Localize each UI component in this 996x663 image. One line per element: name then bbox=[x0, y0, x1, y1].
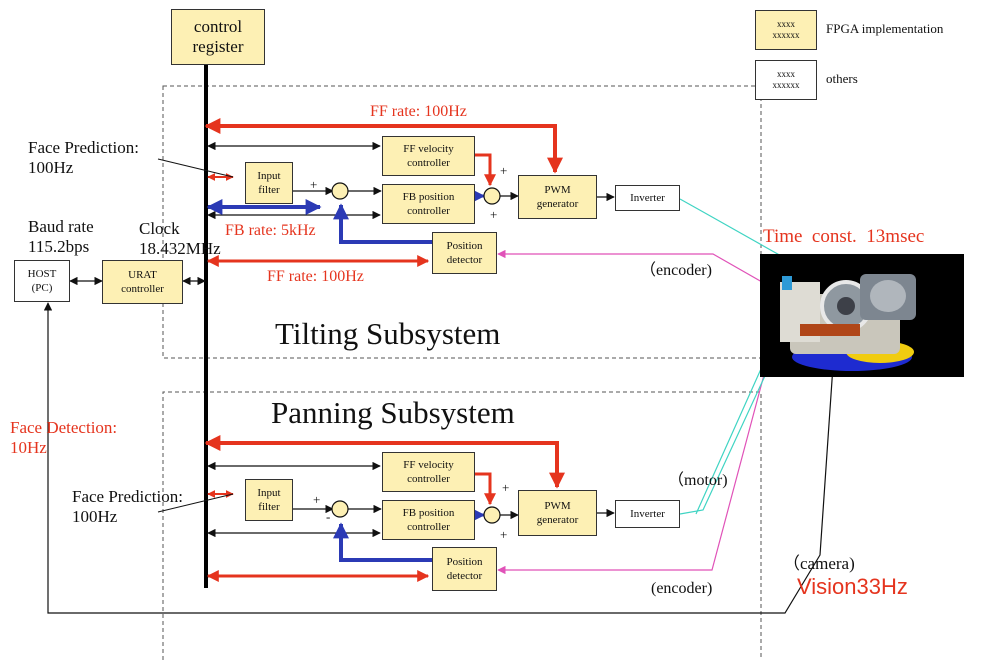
legend-fpga-swatch: xxxx xxxxxx bbox=[755, 10, 817, 50]
tilt-ff-top-arrow bbox=[204, 118, 563, 174]
pan-face-prediction-label: Face Prediction:100Hz bbox=[72, 487, 183, 526]
tilt-sum-plus: + bbox=[310, 177, 318, 192]
time-const-label: Time const. 13msec bbox=[763, 226, 925, 247]
pan-sum2-plus-top: + bbox=[502, 480, 510, 495]
tilt-sum2-plus-top: + bbox=[500, 163, 508, 178]
pan-sum2-junction bbox=[483, 506, 501, 524]
tilt-sum2-junction bbox=[483, 187, 501, 205]
face-detection-label: Face Detection:10Hz bbox=[10, 418, 118, 457]
pan-sum2-plus-bottom: + bbox=[500, 527, 508, 542]
camera-label: （camera) bbox=[783, 554, 855, 573]
tilt-ff-rate-top-label: FF rate: 100Hz bbox=[370, 103, 467, 120]
vision-rate-label: Vision33Hz bbox=[797, 574, 908, 599]
tilt-fb-rate-label: FB rate: 5kHz bbox=[225, 222, 316, 239]
pan-motor-label: （motor) bbox=[668, 472, 728, 489]
tilt-inverter-box: Inverter bbox=[615, 185, 680, 211]
panning-subsystem-title: Panning Subsystem bbox=[271, 395, 515, 430]
camera-unit-photo bbox=[760, 254, 964, 377]
camera-feedback-line bbox=[43, 302, 837, 614]
pan-sum-minus: - bbox=[326, 509, 331, 524]
tilt-sum-junction bbox=[331, 182, 349, 200]
tilting-subsystem-title: Tilting Subsystem bbox=[275, 316, 501, 351]
host-box: HOST (PC) bbox=[14, 260, 70, 302]
pan-encoder-label: (encoder) bbox=[651, 580, 713, 597]
pan-sum-junction bbox=[331, 500, 349, 518]
tilt-sum2-plus-bottom: + bbox=[490, 207, 498, 222]
legend-others-swatch: xxxx xxxxxx bbox=[755, 60, 817, 100]
legend-others-label: others bbox=[826, 71, 858, 86]
tilt-encoder-label: （encoder) bbox=[640, 262, 712, 279]
tilt-ff-rate-bottom-label: FF rate: 100Hz bbox=[267, 268, 364, 285]
panning-frame bbox=[162, 391, 762, 660]
control-register-box: control register bbox=[171, 9, 265, 65]
tilting-frame bbox=[162, 85, 762, 359]
pan-sum-plus: + bbox=[313, 492, 321, 507]
urat-controller-box: URAT controller bbox=[102, 260, 183, 304]
pan-ff-top-arrow bbox=[204, 435, 565, 489]
pan-inverter-box: Inverter bbox=[615, 500, 680, 528]
tilt-face-prediction-label: Face Prediction:100Hz bbox=[28, 138, 139, 177]
legend-fpga-label: FPGA implementation bbox=[826, 21, 944, 36]
